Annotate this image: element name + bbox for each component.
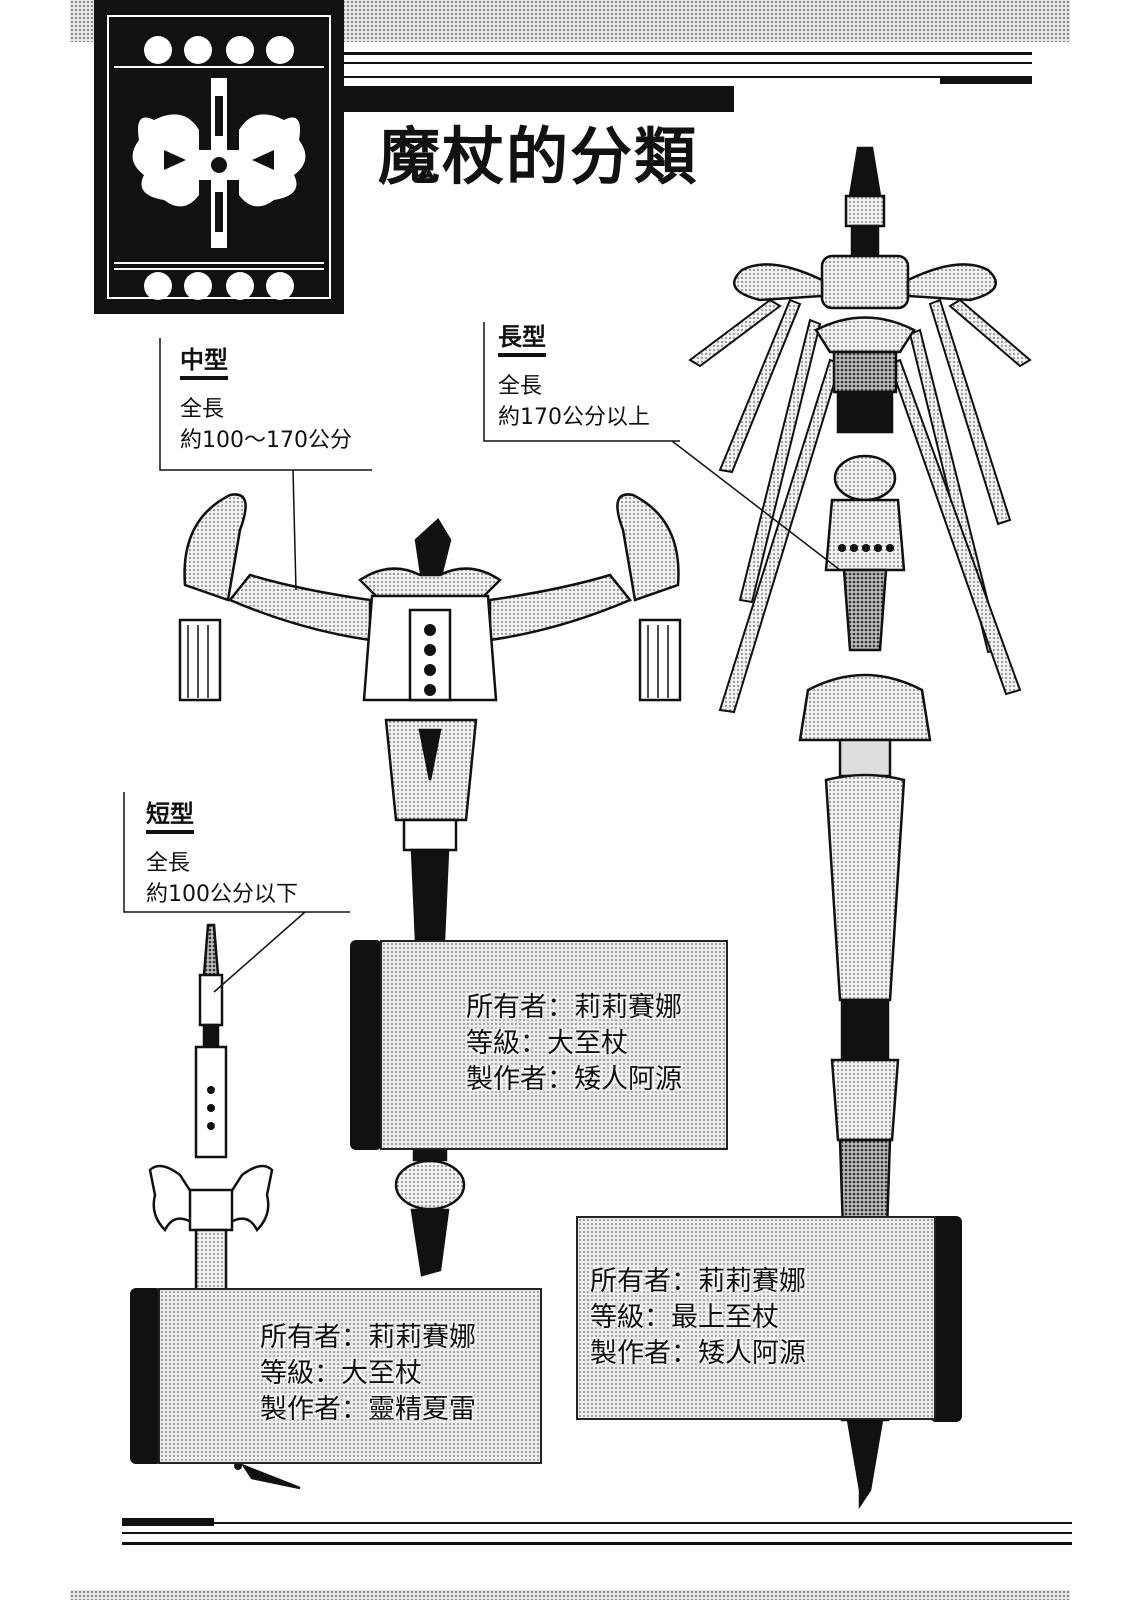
- long-card-maker: 製作者：矮人阿源: [590, 1338, 806, 1369]
- emblem-panel: [94, 0, 344, 314]
- medium-card-roll: [350, 940, 382, 1150]
- long-length-label: 全長: [498, 374, 543, 399]
- short-type-label: 短型 全長 約100公分以下: [146, 802, 298, 910]
- bottom-halftone-band: [70, 1590, 1070, 1600]
- long-card-owner: 所有者：莉莉賽娜: [590, 1266, 806, 1297]
- medium-length-value: 約100～170公分: [180, 428, 352, 453]
- medium-length-label: 全長: [180, 397, 225, 422]
- medium-card-maker: 製作者：矮人阿源: [466, 1064, 682, 1095]
- long-staff-illustration: [688, 146, 1032, 1510]
- short-card-grade: 等級：大至杖: [260, 1358, 422, 1389]
- short-type-name: 短型: [146, 802, 194, 834]
- long-staff-card: 所有者：莉莉賽娜 等級：最上至杖 製作者：矮人阿源: [576, 1216, 936, 1420]
- leader-lines: [123, 322, 841, 993]
- medium-card-owner: 所有者：莉莉賽娜: [466, 992, 682, 1023]
- medium-type-name: 中型: [180, 348, 228, 380]
- short-card-owner: 所有者：莉莉賽娜: [260, 1322, 476, 1353]
- medium-staff-card: 所有者：莉莉賽娜 等級：大至杖 製作者：矮人阿源: [380, 940, 728, 1150]
- long-length-value: 約170公分以上: [498, 405, 650, 430]
- medium-type-label: 中型 全長 約100～170公分: [180, 348, 352, 456]
- short-length-label: 全長: [146, 851, 191, 876]
- short-card-roll: [130, 1288, 162, 1464]
- long-card-grade: 等級：最上至杖: [590, 1302, 779, 1333]
- page-title: 魔杖的分類: [378, 120, 699, 193]
- short-card-maker: 製作者：靈精夏雷: [260, 1394, 476, 1425]
- footer-rules: [122, 1518, 1072, 1545]
- long-type-label: 長型 全長 約170公分以上: [498, 325, 650, 433]
- short-length-value: 約100公分以下: [146, 882, 298, 907]
- medium-card-grade: 等級：大至杖: [466, 1028, 628, 1059]
- short-staff-card: 所有者：莉莉賽娜 等級：大至杖 製作者：靈精夏雷: [158, 1288, 542, 1464]
- header-rules: [342, 52, 1032, 112]
- long-type-name: 長型: [498, 325, 546, 357]
